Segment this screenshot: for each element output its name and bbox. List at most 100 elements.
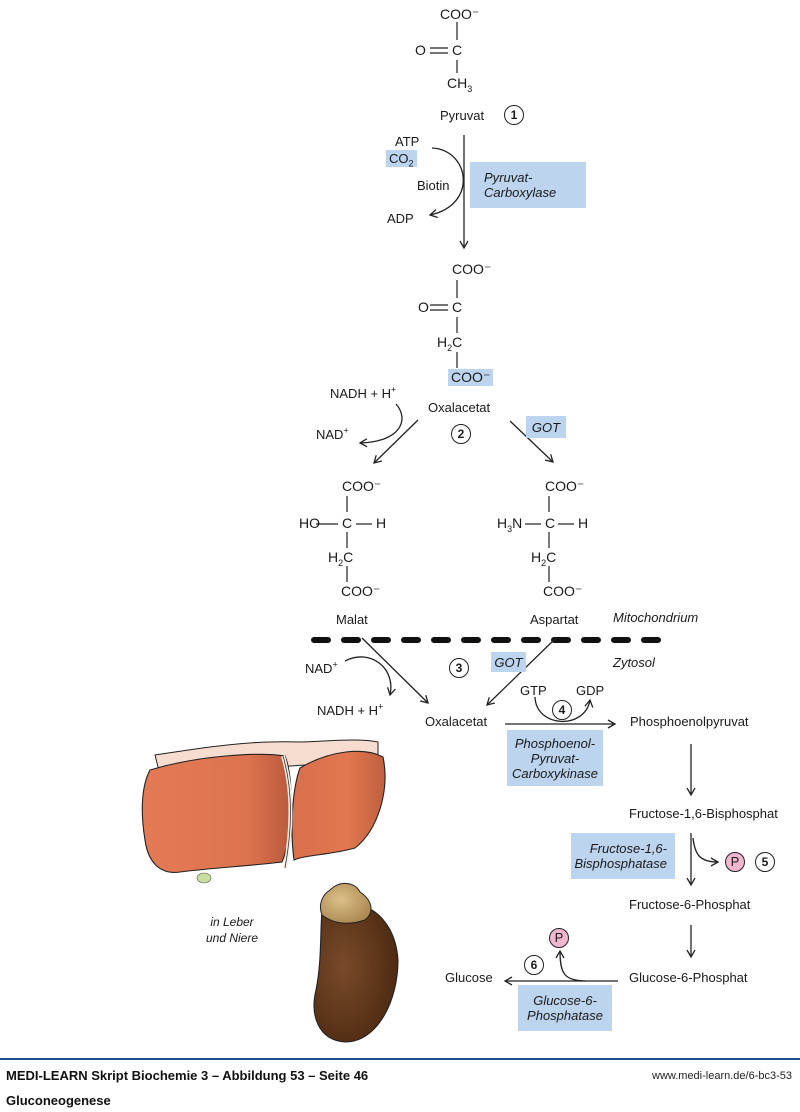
h2-subscript: 2 <box>338 557 344 568</box>
arrow-release-phosphate-2 <box>555 949 586 982</box>
footer-source: MEDI-LEARN Skript Biochemie 3 – Abbildun… <box>6 1068 369 1083</box>
enzyme-got-mito: GOT <box>526 416 566 438</box>
f6p-label: Fructose-6-Phosphat <box>629 897 751 912</box>
aspartat-coo-top: COO⁻ <box>545 478 585 494</box>
malat-bonds <box>316 496 372 582</box>
aspartat-h2c: H2C <box>531 549 557 568</box>
enzyme-line: Carboxylase <box>484 185 557 200</box>
malat-ho-label: HO <box>299 515 320 531</box>
enzyme-line: Pyruvat- <box>530 750 580 766</box>
f16bp-label: Fructose-1,6-Bisphosphat <box>629 806 778 821</box>
arrow-nadh-to-nad <box>358 403 403 448</box>
arrow-atp-to-adp <box>428 147 464 219</box>
phosphate-icon-1: P <box>725 852 745 872</box>
nadh-text: NADH + H <box>330 386 392 401</box>
enzyme-got-cyto: GOT <box>491 652 526 672</box>
malat-c-label: C <box>342 515 353 531</box>
aspartat-label: Aspartat <box>530 612 579 627</box>
arrow-oxalacetat-to-aspartat <box>509 420 554 463</box>
oxalacetat-bonds <box>430 280 458 368</box>
footer-title: Gluconeogenese <box>6 1093 111 1108</box>
phosphate-icon-2: P <box>549 928 569 948</box>
oxalacetat-o-label: O <box>418 299 429 315</box>
pep-label: Phosphoenolpyruvat <box>630 714 749 729</box>
oxalacetat-mito-label: Oxalacetat <box>428 400 491 415</box>
plus-superscript: + <box>378 701 384 712</box>
step-1-marker: 1 <box>504 105 524 125</box>
oxalacetat-cyto-label: Oxalacetat <box>425 714 488 729</box>
nad-label-1: NAD+ <box>316 425 349 442</box>
pyruvat-coo: COO⁻ <box>440 6 480 22</box>
footer-divider <box>0 1058 800 1060</box>
nadh-h-label-2: NADH + H+ <box>317 701 384 718</box>
h3-subscript: 3 <box>507 523 513 534</box>
compartment-zytosol: Zytosol <box>613 655 655 670</box>
aspartat-h-label: H <box>578 515 589 531</box>
compartment-mitochondrium: Mitochondrium <box>613 610 699 625</box>
c-text: C <box>343 549 354 565</box>
arrow-malat-to-oxalacetat <box>361 637 429 704</box>
malat-coo-bottom: COO⁻ <box>341 583 381 599</box>
nad-text: NAD <box>305 661 333 676</box>
liver-illustration <box>141 739 386 884</box>
enzyme-pepck: Phosphoenol- Pyruvat- Carboxykinase <box>507 730 603 786</box>
enzyme-pyruvat-carboxylase: Pyruvat- Carboxylase <box>470 162 586 208</box>
kidney-illustration <box>313 883 399 1043</box>
h2-subscript: 2 <box>447 342 453 353</box>
biotin-label: Biotin <box>417 178 450 193</box>
nad-label-2: NAD+ <box>305 659 338 676</box>
enzyme-line: Carboxykinase <box>512 765 598 781</box>
step-6-marker: 6 <box>524 955 544 975</box>
oxalacetat-coo-bottom-highlight: COO⁻ <box>448 369 494 386</box>
c-text: C <box>546 549 557 565</box>
organ-caption-1: in Leber <box>210 915 254 929</box>
malat-h-label: H <box>376 515 387 531</box>
step-3-marker: 3 <box>449 658 469 678</box>
pyruvat-o-label: O <box>415 42 426 58</box>
enzyme-fbpase: Fructose-1,6- Bisphosphatase <box>571 833 675 879</box>
enzyme-g6pase: Glucose-6- Phosphatase <box>518 985 612 1031</box>
enzyme-line: Phosphoenol- <box>514 735 596 751</box>
aspartat-h3n: H3N <box>497 515 523 534</box>
co2-subscript: 2 <box>408 158 414 169</box>
malat-h2c: H2C <box>328 549 354 568</box>
gluconeogenesis-diagram: COO⁻ O C CH3 Pyruvat 1 ATP CO2 Biotin AD… <box>141 6 778 1043</box>
malat-coo-top: COO⁻ <box>342 478 382 494</box>
nad-text: NAD <box>316 427 344 442</box>
step-5-marker: 5 <box>755 852 775 872</box>
h-text: H <box>328 549 339 565</box>
aspartat-c-label: C <box>545 515 556 531</box>
step-4-marker: 4 <box>552 700 572 720</box>
arrow-release-phosphate-1 <box>692 837 720 867</box>
plus-superscript: + <box>332 659 338 670</box>
atp-label: ATP <box>395 134 420 149</box>
oxalacetat-c-label: C <box>452 299 463 315</box>
nadh-h-label-1: NADH + H+ <box>330 384 397 401</box>
footer-url[interactable]: www.medi-learn.de/6-bc3-53 <box>652 1070 793 1082</box>
h2-subscript: 2 <box>541 557 547 568</box>
organ-caption-2: und Niere <box>205 931 259 945</box>
pyruvat-ch3: CH3 <box>447 75 473 94</box>
enzyme-line: Fructose-1,6- <box>589 841 667 856</box>
co2-text: CO <box>389 151 409 166</box>
h-text: H <box>531 549 542 565</box>
enzyme-line: Phosphatase <box>527 1008 603 1023</box>
gtp-label: GTP <box>520 683 547 698</box>
gdp-label: GDP <box>576 683 605 698</box>
arrow-gtp-to-gdp <box>534 696 594 723</box>
step-2-marker: 2 <box>451 424 471 444</box>
oxalacetat-h2c: H2C <box>437 334 462 353</box>
pyruvat-bonds <box>430 22 458 73</box>
plus-superscript: + <box>391 384 397 395</box>
adp-label: ADP <box>387 211 414 226</box>
oxalacetat-coo-top: COO⁻ <box>452 261 492 277</box>
aspartat-coo-bottom: COO⁻ <box>543 583 583 599</box>
plus-superscript: + <box>343 425 349 436</box>
pyruvat-c-label: C <box>452 42 463 58</box>
ch-text: CH <box>447 75 468 91</box>
enzyme-line: Glucose-6- <box>533 993 597 1008</box>
h-text: H <box>437 334 448 350</box>
arrow-oxalacetat-to-malat <box>373 419 419 464</box>
ch3-subscript: 3 <box>467 83 473 94</box>
diagram-graphics <box>141 22 720 1043</box>
